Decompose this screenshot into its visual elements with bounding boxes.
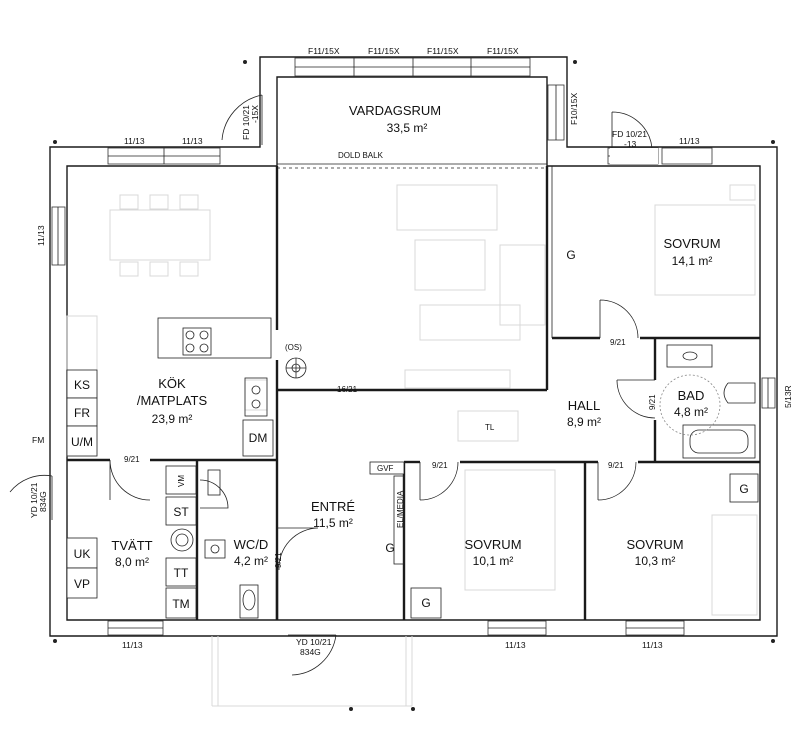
exterior-markers bbox=[53, 60, 775, 643]
room-area-wcd: 4,2 m² bbox=[234, 554, 268, 568]
window-label-top-3: F11/15X bbox=[427, 46, 459, 56]
door-label-fd-left-2: -15X bbox=[250, 105, 260, 123]
window-label-bottom-sovrum3: 11/13 bbox=[642, 640, 663, 650]
room-area-bad: 4,8 m² bbox=[674, 405, 708, 419]
right-vertical-window: F10/15X bbox=[547, 84, 579, 141]
furniture-layer bbox=[66, 184, 758, 616]
bottom-windows: 11/13 11/13 11/13 bbox=[107, 620, 685, 650]
window-label-bedroom-top: 11/13 bbox=[679, 136, 700, 146]
fixture-fr: FR bbox=[74, 406, 90, 420]
door-label-sovrum2: 9/21 bbox=[432, 461, 448, 470]
porch bbox=[211, 636, 415, 711]
window-label-kitchen-1: 11/13 bbox=[124, 136, 145, 146]
room-area-vardagsrum: 33,5 m² bbox=[387, 121, 428, 135]
bath-window: 5/13R bbox=[761, 377, 793, 409]
room-name-vardagsrum: VARDAGSRUM bbox=[349, 103, 441, 118]
opening-label: 16/21 bbox=[337, 385, 358, 394]
fixture-uk: UK bbox=[74, 547, 91, 561]
exterior-doors: FD 10/21 -15X FD 10/21 -13 YD 10/21 834G… bbox=[9, 94, 658, 676]
label-gvf: GVF bbox=[377, 464, 394, 473]
label-tl: TL bbox=[485, 423, 495, 432]
fixture-g-sovrum1: G bbox=[566, 248, 575, 262]
door-label-fd-right-2: -13 bbox=[624, 139, 637, 149]
fixture-g-sovrum2: G bbox=[421, 596, 430, 610]
window-label-left: 11/13 bbox=[36, 225, 46, 246]
window-label-right-vertical: F10/15X bbox=[569, 93, 579, 125]
room-name-entre: ENTRÉ bbox=[311, 499, 355, 514]
room-name-tvatt: TVÄTT bbox=[111, 538, 152, 553]
label-dold-balk: DOLD BALK bbox=[338, 151, 384, 160]
kitchen-island bbox=[157, 317, 272, 417]
label-el-media: EL/MEDIA bbox=[396, 490, 405, 528]
fixture-vp: VP bbox=[74, 577, 90, 591]
fixture-st: ST bbox=[173, 505, 189, 519]
interior-doors: 9/21 9/21 9/21 9/21 9/21 9/21 16/21 bbox=[109, 299, 657, 571]
room-name-hall: HALL bbox=[568, 398, 601, 413]
door-label-bad: 9/21 bbox=[648, 394, 657, 410]
room-name-sovrum2: SOVRUM bbox=[464, 537, 521, 552]
room-name-bad: BAD bbox=[678, 388, 705, 403]
fixture-dm: DM bbox=[249, 431, 268, 445]
door-label-sovrum3: 9/21 bbox=[608, 461, 624, 470]
fixture-g-entre: G bbox=[385, 541, 394, 555]
window-label-bottom-tvatt: 11/13 bbox=[122, 640, 143, 650]
label-fm: FM bbox=[32, 435, 44, 445]
kitchen-windows: 11/13 11/13 bbox=[107, 136, 221, 165]
fixture-boxes: KS FR U/M DM UK VP ST TT TM VM G G GVF E… bbox=[66, 248, 759, 619]
door-label-yd-bottom-1: YD 10/21 bbox=[296, 637, 332, 647]
window-label-kitchen-2: 11/13 bbox=[182, 136, 203, 146]
room-area-sovrum3: 10,3 m² bbox=[635, 554, 676, 568]
room-area-sovrum2: 10,1 m² bbox=[473, 554, 514, 568]
door-label-yd-bottom-2: 834G bbox=[300, 647, 321, 657]
door-label-fd-right-1: FD 10/21 bbox=[612, 129, 647, 139]
wc-fixtures bbox=[204, 469, 259, 619]
fixture-tt: TT bbox=[174, 566, 189, 580]
door-label-yd-left-1: YD 10/21 bbox=[29, 482, 39, 518]
room-area-kok: 23,9 m² bbox=[152, 412, 193, 426]
room-name-kok-2: /MATPLATS bbox=[137, 393, 208, 408]
bath-fixtures bbox=[659, 344, 756, 459]
left-window: 11/13 bbox=[36, 206, 66, 266]
door-label-sovrum1: 9/21 bbox=[610, 338, 626, 347]
top-windows: F11/15X F11/15X F11/15X F11/15X bbox=[294, 46, 531, 77]
os-symbol: (OS) bbox=[285, 343, 307, 379]
door-label-wc: 9/21 bbox=[274, 552, 283, 568]
room-name-wcd: WC/D bbox=[234, 537, 269, 552]
window-label-top-4: F11/15X bbox=[487, 46, 519, 56]
room-labels: VARDAGSRUM 33,5 m² KÖK /MATPLATS 23,9 m²… bbox=[111, 103, 720, 569]
room-name-sovrum1: SOVRUM bbox=[663, 236, 720, 251]
room-area-entre: 11,5 m² bbox=[313, 516, 353, 530]
door-label-yd-left-2: 834G bbox=[38, 491, 48, 512]
tvatt-fixtures bbox=[170, 528, 194, 552]
label-vm: VM bbox=[177, 475, 186, 487]
window-label-top-2: F11/15X bbox=[368, 46, 400, 56]
window-label-bath: 5/13R bbox=[783, 385, 793, 408]
room-area-hall: 8,9 m² bbox=[567, 415, 601, 429]
window-label-bottom-sovrum2: 11/13 bbox=[505, 640, 526, 650]
room-area-sovrum1: 14,1 m² bbox=[672, 254, 713, 268]
os-label: (OS) bbox=[285, 343, 302, 352]
fixture-um: U/M bbox=[71, 435, 93, 449]
door-label-fd-left-1: FD 10/21 bbox=[241, 105, 251, 140]
room-area-tvatt: 8,0 m² bbox=[115, 555, 149, 569]
room-name-kok-1: KÖK bbox=[158, 376, 186, 391]
window-label-top-1: F11/15X bbox=[308, 46, 340, 56]
room-name-sovrum3: SOVRUM bbox=[626, 537, 683, 552]
fixture-ks: KS bbox=[74, 378, 90, 392]
door-label-kok: 9/21 bbox=[124, 455, 140, 464]
fixture-g-sovrum3: G bbox=[739, 482, 748, 496]
fixture-tm: TM bbox=[172, 597, 189, 611]
